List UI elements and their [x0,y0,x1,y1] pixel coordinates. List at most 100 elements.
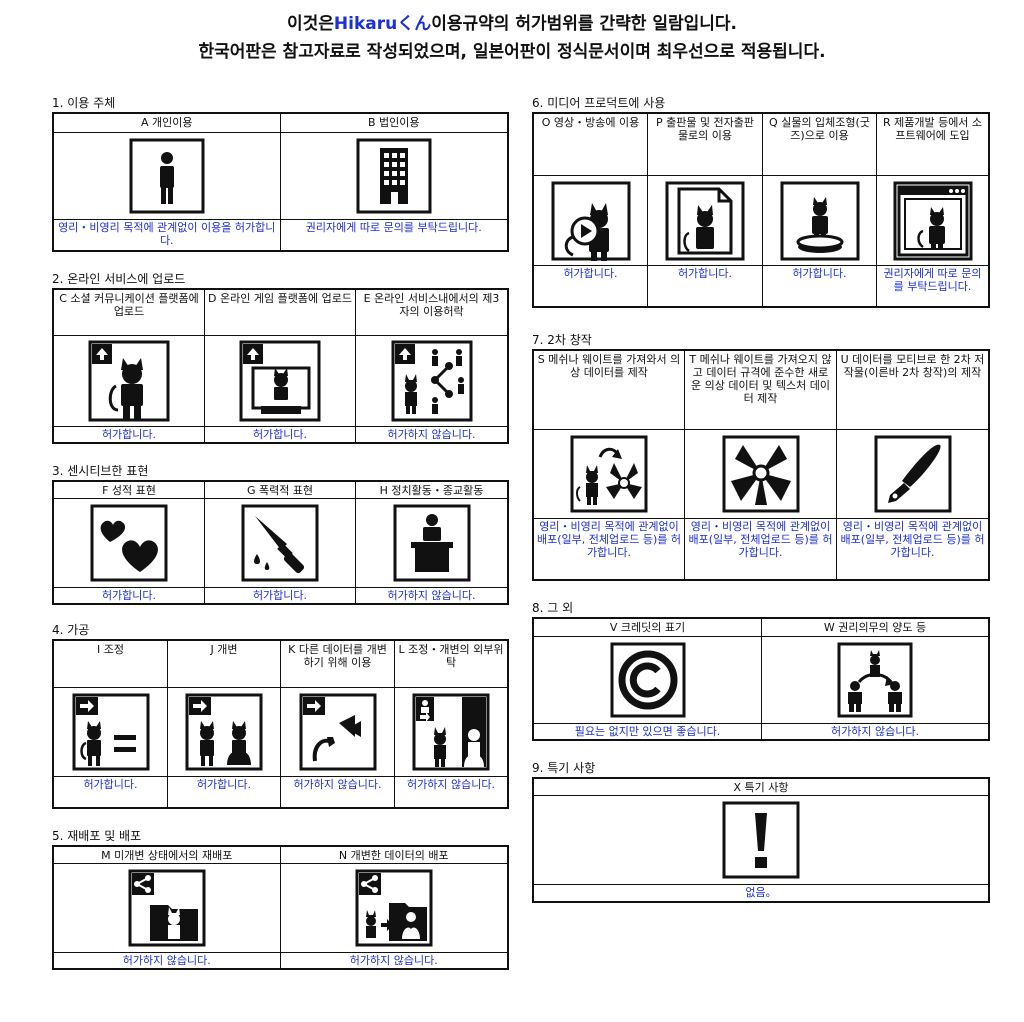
item-caption: 영리・비영리 목적에 관계없이 배포(일부, 전체업로드 등)를 허가합니다. [688,520,833,559]
section-9-grid: X 특기 사항 없음。 [532,777,990,903]
item-label: G 폭력적 표현 [205,482,355,499]
figure-icon [763,176,876,266]
knife-icon [205,499,355,588]
section-4: 4. 가공 I 조정 허가합니다. J 개변 허가합니다. K 다른 데이터를 … [52,622,509,809]
transfer-rights-icon [762,637,988,724]
section-2-grid: C 소셜 커뮤니케이션 플랫폼에 업로드 허가합니다. D 온라인 게임 플랫폼… [52,288,509,444]
section-title: 4. 가공 [52,623,90,637]
item-caption: 허가하지 않습니다. [387,428,476,441]
item-caption: 허가하지 않습니다. [831,725,919,738]
item-label: H 정치활동・종교활동 [356,482,507,499]
item-caption: 허가합니다. [83,778,138,791]
item-j: J 개변 허가합니다. [168,641,281,807]
item-caption: 영리・비영리 목적에 관계없이 배포(일부, 전체업로드 등)를 허가합니다. [537,520,682,559]
item-label: Q 실물의 입체조형(굿즈)으로 이용 [763,114,876,176]
item-n: N 개변한 데이터의 배포 허가하지 않습니다. [280,847,507,968]
item-w: W 권리의무의 양도 등 허가하지 않습니다. [762,619,988,739]
brand-name: Hikaruくん [333,14,432,34]
item-caption: 없음。 [745,886,777,899]
item-caption: 허가하지 않습니다. [387,589,476,602]
item-r: R 제품개발 등에서 소프트웨어에 도입 권리자에게 따로 문의를 부탁드립니다… [877,114,988,306]
item-caption: 허가합니다. [792,267,847,280]
item-caption: 필요는 없지만 있으면 좋습니다. [574,725,721,738]
item-label: K 다른 데이터를 개변하기 위해 이용 [281,641,394,688]
item-v: V 크레딧의 표기 필요는 없지만 있으면 좋습니다. [534,619,762,739]
section-title: 1. 이용 주체 [52,96,116,110]
person-icon [54,133,280,220]
copyright-icon [534,637,761,724]
item-label: V 크레딧의 표기 [534,619,761,637]
item-d: D 온라인 게임 플랫폼에 업로드 허가합니다. [205,290,356,442]
section-7: 7. 2차 창작 S 메쉬나 웨이트를 가져와서 의상 데이터를 제작 영리・비… [532,332,990,581]
item-q: Q 실물의 입체조형(굿즈)으로 이용 허가합니다. [763,114,877,306]
item-m: M 미개변 상태에서의 재배포 허가하지 않습니다. [54,847,281,968]
item-label: L 조정・개변의 외부위탁 [395,641,507,688]
item-label: N 개변한 데이터의 배포 [280,847,507,864]
item-label: F 성적 표현 [54,482,204,499]
pen-nib-icon [837,430,988,519]
item-label: R 제품개발 등에서 소프트웨어에 도입 [877,114,988,176]
item-s: S 메쉬나 웨이트를 가져와서 의상 데이터를 제작 영리・비영리 목적에 관계… [534,351,685,579]
item-caption: 권리자에게 따로 문의를 부탁드립니다. [305,221,482,234]
item-caption: 허가하지 않습니다. [349,954,438,967]
item-label: E 온라인 서비스내에서의 제3자의 이용허락 [356,290,507,336]
item-label: O 영상・방송에 이용 [534,114,647,176]
item-a: A 개인이용 영리・비영리 목적에 관계없이 이용을 허가합니다. [54,114,281,250]
item-label: W 권리의무의 양도 등 [762,619,988,637]
item-label: J 개변 [168,641,280,688]
item-h: H 정치활동・종교활동 허가하지 않습니다. [356,482,507,603]
publication-icon [648,176,762,266]
item-caption: 허가하지 않습니다. [293,778,382,791]
item-label: C 소셜 커뮤니케이션 플랫폼에 업로드 [54,290,204,336]
item-caption: 허가하지 않습니다. [407,778,495,791]
item-c: C 소셜 커뮤니케이션 플랫폼에 업로드 허가합니다. [54,290,205,442]
podium-icon [356,499,507,588]
item-label: S 메쉬나 웨이트를 가져와서 의상 데이터를 제작 [534,351,684,430]
item-caption: 영리・비영리 목적에 관계없이 이용을 허가합니다. [58,221,276,247]
item-f: F 성적 표현 허가합니다. [54,482,205,603]
item-caption: 허가하지 않습니다. [122,954,211,967]
item-p: P 출판물 및 전자출판물로의 이용 허가합니다. [648,114,763,306]
item-label: U 데이터를 모티브로 한 2차 저작물(이른바 2차 창작)의 제작 [837,351,988,430]
item-label: M 미개변 상태에서의 재배포 [54,847,280,864]
item-g: G 폭력적 표현 허가합니다. [205,482,356,603]
item-caption: 권리자에게 따로 문의를 부탁드립니다. [883,267,982,293]
item-e: E 온라인 서비스내에서의 제3자의 이용허락 허가하지 않습니다. [356,290,507,442]
outsource-icon [395,688,507,777]
item-label: D 온라인 게임 플랫폼에 업로드 [205,290,355,336]
item-label: X 특기 사항 [534,779,988,796]
header-prefix: 이것은 [287,14,334,34]
share-folder-icon [54,864,280,953]
item-caption: 허가합니다. [563,267,618,280]
reuse-parts-icon [281,688,394,777]
item-k: K 다른 데이터를 개변하기 위해 이용 허가하지 않습니다. [281,641,395,807]
section-title: 5. 재배포 및 배포 [52,829,142,843]
mesh-transfer-icon [534,430,684,519]
item-i: I 조정 허가합니다. [54,641,168,807]
upload-monitor-icon [205,336,355,427]
share-modified-folder-icon [280,864,507,953]
item-caption: 허가합니다. [677,267,733,280]
section-1-grid: A 개인이용 영리・비영리 목적에 관계없이 이용을 허가합니다. B 법인이용… [52,112,509,252]
item-caption: 허가합니다. [101,589,157,602]
section-6: 6. 미디어 프로덕트에 사용 O 영상・방송에 이용 허가합니다. P 출판물… [532,95,990,308]
item-caption: 허가합니다. [101,428,157,441]
section-5-grid: M 미개변 상태에서의 재배포 허가하지 않습니다. N 개변한 데이터의 배포… [52,845,509,970]
section-3-grid: F 성적 표현 허가합니다. G 폭력적 표현 허가합니다. H 정치활동・종교… [52,480,509,605]
section-title: 2. 온라인 서비스에 업로드 [52,272,186,286]
item-label: T 메쉬나 웨이트를 가져오지 않고 데이터 규격에 준수한 새로운 의상 데이… [685,351,836,430]
section-title: 3. 센시티브한 표현 [52,464,149,478]
item-caption: 허가합니다. [252,589,308,602]
item-l: L 조정・개변의 외부위탁 허가하지 않습니다. [395,641,507,807]
header-line-1: 이것은Hikaruくん이용규약의 허가범위를 간략한 일람입니다. [0,10,1024,38]
item-b: B 법인이용 권리자에게 따로 문의를 부탁드립니다. [280,114,507,250]
software-window-icon [877,176,988,266]
section-title: 9. 특기 사항 [532,761,596,775]
modify-icon [168,688,280,777]
item-caption: 영리・비영리 목적에 관계없이 배포(일부, 전체업로드 등)를 허가합니다. [840,520,985,559]
item-caption: 허가합니다. [252,428,308,441]
item-u: U 데이터를 모티브로 한 2차 저작물(이른바 2차 창작)의 제작 영리・비… [837,351,988,579]
item-t: T 메쉬나 웨이트를 가져오지 않고 데이터 규격에 준수한 새로운 의상 데이… [685,351,837,579]
section-title: 8. 그 외 [532,601,574,615]
item-caption: 허가합니다. [196,778,252,791]
